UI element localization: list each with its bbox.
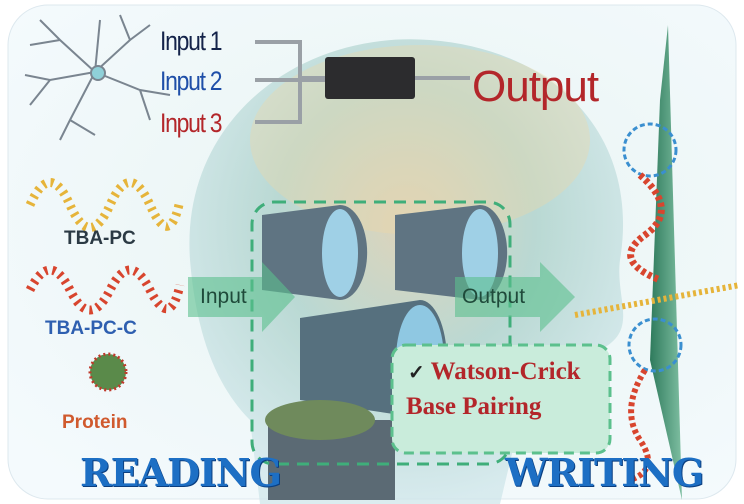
- writing-heading: WRITING: [505, 450, 704, 495]
- flow-output-label: Output: [462, 285, 526, 308]
- legend-tba-pc: TBA-PC: [64, 228, 136, 249]
- legend-protein: Protein: [62, 412, 128, 433]
- dashed-region: [250, 200, 512, 466]
- neuron-icon: [24, 14, 171, 141]
- callout-line-2: Base Pairing: [406, 393, 542, 420]
- dna-nanostructures: [574, 122, 741, 483]
- callout-line-1: ✓ Watson-Crick: [408, 358, 581, 386]
- flow-input-label: Input: [200, 285, 247, 308]
- logic-wires: [255, 40, 470, 124]
- tba-pc-strand: [25, 178, 185, 232]
- legend-tba-pc-c: TBA-PC-C: [45, 318, 137, 339]
- input-arrow: [188, 262, 295, 332]
- protein-icon: [88, 352, 128, 392]
- reading-heading: READING: [80, 450, 282, 495]
- output-arrow: [455, 262, 575, 332]
- logic-gate-box: [325, 57, 415, 99]
- input-3-label: Input 3: [160, 108, 223, 138]
- input-2-label: Input 2: [160, 66, 223, 96]
- callout-watson-crick: Watson-Crick: [430, 358, 581, 385]
- logic-output-label: Output: [472, 62, 599, 111]
- check-icon: ✓: [408, 362, 425, 384]
- writing-spike: [650, 25, 682, 500]
- input-1-label: Input 1: [160, 26, 223, 56]
- watson-crick-callout: [390, 343, 612, 455]
